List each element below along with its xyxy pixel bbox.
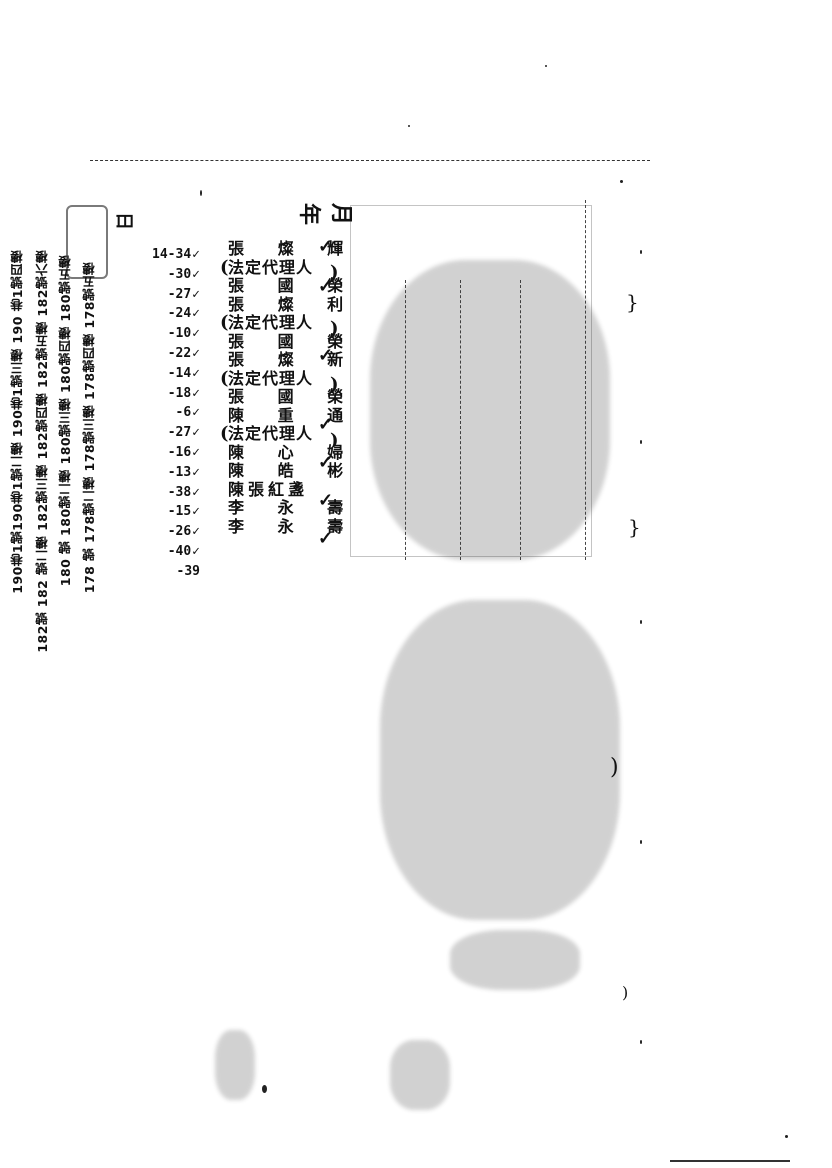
top-rule	[90, 160, 650, 161]
parcel-column-180: 180 號 180號二樓 180號三樓 180號四樓 180號五樓	[58, 255, 73, 587]
name-row-6: 張 燦 新	[228, 350, 358, 369]
check-icon: ✓	[192, 504, 200, 520]
check-icon: ✓	[318, 452, 334, 473]
number-row-15: -40✓	[167, 543, 200, 559]
name-row-9: 陳 重 通	[228, 405, 358, 425]
name-row-14: 李 永 壽	[228, 498, 358, 517]
number-row-10: -16✓	[167, 444, 200, 460]
check-icon: ✓	[192, 247, 200, 262]
name-row-3: 張 燦 利	[228, 294, 358, 314]
check-icon: ✓	[192, 306, 200, 322]
check-icon: ✓	[192, 266, 200, 282]
parcel-column-178: 178 號 178號二樓 178號三樓 178號四樓 178號五樓	[82, 262, 97, 594]
parcel-numbers-list: 14-34✓ -30✓ -27✓ -24✓ -10✓ -22✓ -14✓ -18…	[120, 245, 200, 582]
number-row-2: -27✓	[167, 286, 200, 302]
number-row-6: -14✓	[167, 365, 200, 381]
check-icon: ✓	[192, 524, 200, 540]
parcel-column-182: 182號 182 號二樓 182號三樓 182號四樓 182號五樓 182號六樓	[35, 250, 50, 653]
header-mark-1: 年	[296, 202, 323, 226]
check-icon: ✓	[192, 444, 200, 460]
check-icon: ✓	[192, 405, 200, 421]
name-row-11: 陳 心 婦	[228, 442, 358, 462]
bottom-rule	[670, 1160, 790, 1162]
name-row-5: 張 國 榮	[228, 331, 358, 351]
name-row-12: 陳 皓 彬	[228, 461, 358, 480]
check-icon: ✓	[192, 464, 200, 480]
check-icon: ✓	[192, 286, 200, 302]
name-row-15: 李 永 壽	[228, 516, 358, 536]
number-row-3: -24✓	[167, 306, 200, 322]
number-row-13: -15✓	[167, 504, 200, 520]
name-row-4: (法定代理人	[220, 312, 314, 333]
check-icon: ✓	[192, 484, 200, 500]
name-row-7: (法定代理人	[220, 367, 314, 389]
number-row-9: -27✓	[167, 425, 200, 441]
check-icon: ✓	[318, 276, 334, 297]
check-icon: ✓	[318, 345, 334, 366]
number-row-14: -26✓	[167, 524, 200, 540]
name-row-8: 張 國 榮	[228, 387, 358, 406]
check-icon: ✓	[318, 490, 334, 511]
check-icon: ✓	[318, 414, 334, 435]
check-icon: ✓	[318, 528, 334, 549]
name-row-1: (法定代理人	[220, 256, 314, 278]
header-mark-2: 月	[328, 202, 355, 226]
owner-names-list: 張 燦 輝 (法定代理人 張 國 榮 張 燦 利 (法定代理人 張 國 榮 張 …	[220, 239, 358, 536]
faint-grid-area	[350, 205, 592, 557]
name-row-13: 陳張紅盞	[228, 479, 309, 499]
header-mark-3: 日	[113, 212, 134, 230]
number-row-16: -39	[176, 563, 200, 579]
check-icon: ✓	[192, 385, 200, 401]
number-row-5: -22✓	[167, 345, 200, 361]
check-icon: ✓	[192, 543, 200, 559]
number-row-7: -18✓	[167, 385, 200, 401]
seal-stamp	[66, 205, 108, 279]
name-row-10: (法定代理人	[220, 423, 314, 444]
check-icon: ✓	[192, 365, 200, 381]
name-row-2: 張 國 榮	[228, 276, 358, 295]
number-row-4: -10✓	[167, 326, 200, 342]
parcel-column-190: 190巷1號190巷1號二樓 190巷1號三樓 190 巷1號四樓	[10, 250, 25, 594]
number-row-8: -6✓	[175, 405, 200, 421]
name-row-0: 張 燦 輝	[228, 239, 358, 258]
check-icon: ✓	[192, 326, 200, 342]
number-row-1: -30✓	[167, 266, 200, 282]
number-row-12: -38✓	[167, 484, 200, 500]
check-icon: ✓	[192, 345, 200, 361]
check-icon: ✓	[318, 236, 334, 257]
check-icon: ✓	[192, 425, 200, 441]
number-row-11: -13✓	[167, 464, 200, 480]
number-row-0: 14-34✓	[152, 247, 200, 262]
